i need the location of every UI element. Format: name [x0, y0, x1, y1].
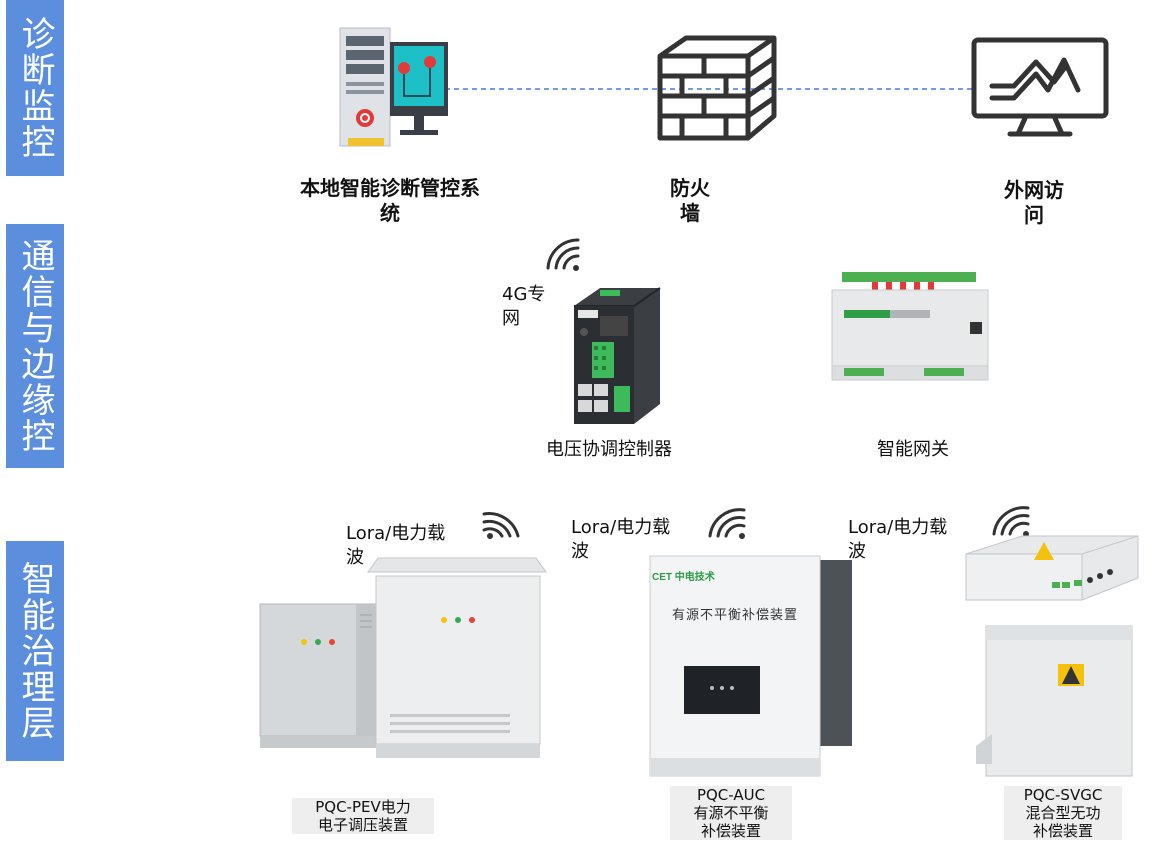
pev-caption: PQC-PEV电力 电子调压装置 [292, 798, 434, 834]
voltage-controller-label: 电压协调控制器 [546, 439, 672, 460]
smart-gateway-device [831, 272, 989, 381]
local-system-label-line1: 本地智能诊断管控系 [300, 176, 480, 200]
lora-link-label-2-line1: Lora/电力载 [571, 517, 671, 538]
svgc-caption: PQC-SVGC 混合型无功 补偿装置 [1004, 786, 1122, 840]
firewall-label-line2: 墙 [680, 201, 700, 225]
auc-panel-title: 有源不平衡补偿装置 [672, 607, 799, 622]
svgc-caption-line3: 补偿装置 [1032, 822, 1093, 840]
local-system-label-line2: 统 [380, 201, 400, 225]
layer-tab-comm: 通信与边缘控 [6, 224, 64, 468]
firewall-label: 防火 墙 [650, 176, 730, 226]
pev-cabinet-device [259, 557, 547, 758]
auc-caption-line3: 补偿装置 [700, 822, 761, 840]
lora-link-label-1: Lora/电力载 波 [346, 522, 445, 570]
server-monitor-icon [339, 27, 448, 147]
auc-caption: PQC-AUC 有源不平衡 补偿装置 [670, 786, 792, 840]
lora-link-label-3-line1: Lora/电力载 [848, 517, 948, 538]
local-system-label: 本地智能诊断管控系 统 [290, 176, 490, 226]
external-access-label-line1: 外网访 [1004, 178, 1064, 202]
lora-link-label-1-line1: Lora/电力载 [346, 523, 446, 544]
lora-link-label-2: Lora/电力载 波 [571, 516, 670, 564]
lora-link-label-3-line2: 波 [848, 541, 866, 562]
wifi-icon [482, 512, 520, 539]
external-access-label: 外网访 问 [994, 178, 1074, 228]
pev-caption-line2: 电子调压装置 [317, 816, 408, 834]
auc-caption-line1: PQC-AUC [696, 786, 766, 804]
layer-tab-diagnosis-label: 诊断监控 [15, 16, 55, 160]
lora-link-label-2-line2: 波 [571, 541, 589, 562]
wifi-icon [546, 238, 580, 271]
svgc-device [965, 535, 1139, 777]
auc-wall-unit-device [649, 555, 852, 777]
4g-network-label: 4G专 网 [502, 283, 545, 331]
4g-network-label-line1: 4G专 [502, 284, 546, 305]
auc-caption-line2: 有源不平衡 [693, 804, 769, 822]
wifi-icon [992, 506, 1030, 537]
auc-brand-logo: CET 中电技术 [652, 572, 715, 583]
layer-tab-governance: 智能治理层 [6, 541, 64, 761]
firewall-label-line1: 防火 [670, 176, 710, 200]
lora-link-label-3: Lora/电力载 波 [848, 516, 947, 564]
smart-gateway-label: 智能网关 [877, 439, 949, 460]
svgc-caption-line1: PQC-SVGC [1023, 786, 1103, 804]
voltage-controller-device [574, 287, 661, 424]
svgc-caption-line2: 混合型无功 [1025, 804, 1101, 822]
layer-tab-governance-label: 智能治理层 [15, 561, 55, 741]
4g-network-label-line2: 网 [502, 308, 520, 329]
firewall-icon [657, 35, 777, 141]
layer-tab-diagnosis: 诊断监控 [6, 0, 64, 176]
lora-link-label-1-line2: 波 [346, 547, 364, 568]
monitor-chart-icon [971, 37, 1109, 137]
wifi-icon [708, 508, 746, 539]
pev-caption-line1: PQC-PEV电力 [315, 798, 411, 816]
external-access-label-line2: 问 [1024, 203, 1044, 227]
layer-tab-comm-label: 通信与边缘控 [15, 238, 55, 454]
